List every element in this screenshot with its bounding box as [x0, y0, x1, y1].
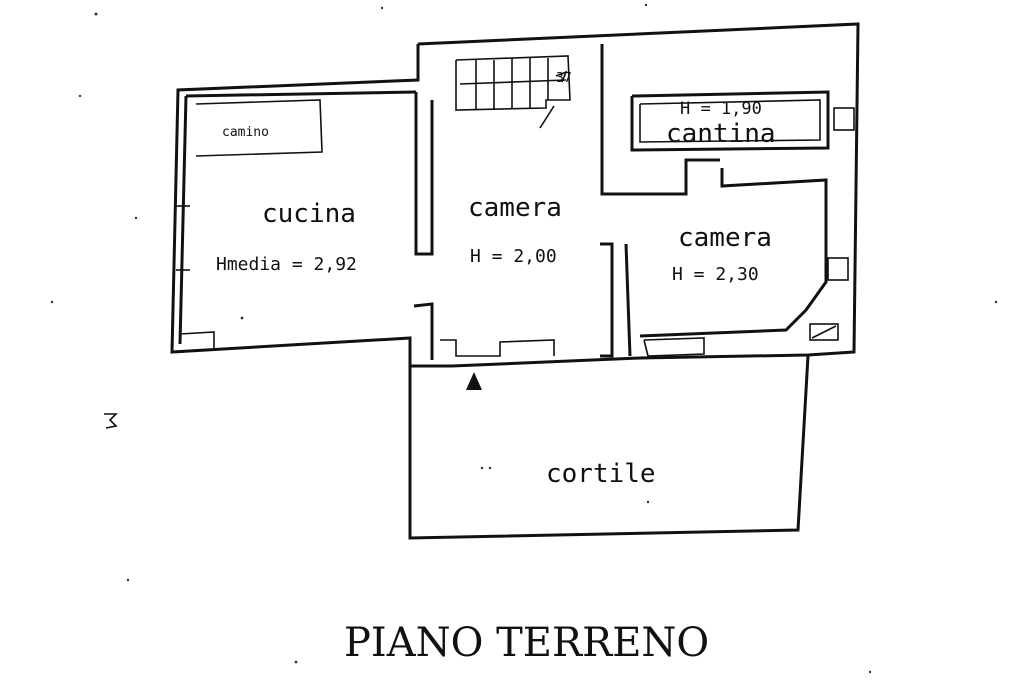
room-height-cucina: Hmedia = 2,92	[216, 254, 357, 275]
courtyard-outline	[408, 355, 810, 540]
room-label-cortile: cortile	[546, 459, 656, 489]
stair-marker: 37	[556, 71, 572, 86]
fireplace-box	[195, 99, 323, 157]
room-label-camera-right: camera	[678, 223, 772, 253]
building-walls	[170, 22, 860, 368]
entrance-arrow-icon	[466, 372, 482, 390]
room-label-camino: camino	[222, 125, 269, 140]
room-height-camera-center: H = 2,00	[470, 246, 557, 267]
room-height-cantina: H = 1,90	[680, 99, 762, 119]
staircase: 37	[455, 55, 572, 129]
room-label-cantina: cantina	[666, 119, 776, 149]
room-label-camera-center: camera	[468, 193, 562, 223]
room-label-cucina: cucina	[262, 199, 356, 229]
scan-mark-icon	[104, 413, 118, 429]
scan-noise	[50, 3, 998, 674]
room-height-camera-right: H = 2,30	[672, 264, 759, 285]
plan-title: PIANO TERRENO	[344, 620, 709, 666]
